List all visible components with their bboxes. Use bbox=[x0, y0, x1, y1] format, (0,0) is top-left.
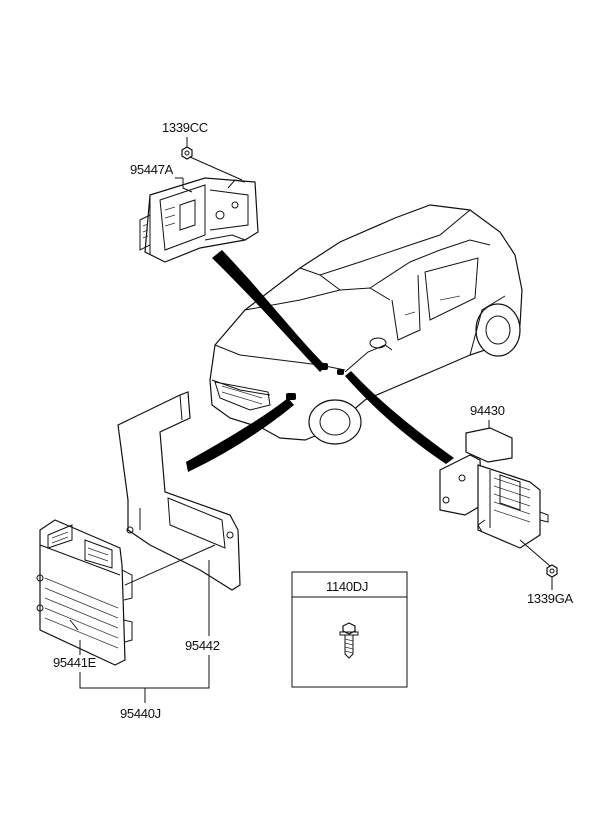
vehicle-illustration bbox=[209, 204, 523, 445]
label-1140dj: 1140DJ bbox=[326, 579, 368, 594]
label-94430: 94430 bbox=[470, 403, 505, 418]
callout-arrows bbox=[186, 250, 454, 472]
label-1339cc: 1339CC bbox=[162, 120, 208, 135]
bracket-module-top bbox=[139, 137, 259, 263]
label-95442: 95442 bbox=[185, 638, 220, 653]
label-95440j: 95440J bbox=[120, 706, 161, 721]
label-1339ga: 1339GA bbox=[527, 591, 574, 606]
label-95447a: 95447A bbox=[130, 162, 174, 177]
label-95441e: 95441E bbox=[53, 655, 97, 670]
ecu-bracket bbox=[117, 391, 241, 591]
ecu-unit bbox=[36, 519, 216, 703]
control-module-right bbox=[439, 420, 558, 590]
bolt-box bbox=[291, 571, 408, 688]
